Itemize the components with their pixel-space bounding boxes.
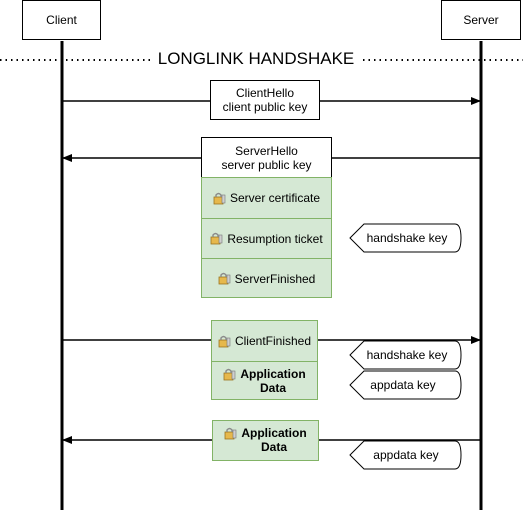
lock-icon [223, 368, 236, 381]
resumption-ticket-label: Resumption ticket [227, 231, 323, 246]
appdata-key-tag-2-shape [349, 440, 462, 470]
appdata-key-tag-1: appdata key [370, 378, 436, 392]
server-app-data-text: Application Data [241, 426, 306, 454]
client-app-data-line2: Data [259, 381, 286, 395]
appdata-key-tag-1-shape [349, 370, 462, 400]
client-hello-line1: ClientHello [235, 86, 295, 100]
lock-icon [224, 427, 237, 440]
server-actor-label: Server [463, 13, 499, 27]
server-actor-box: Server [441, 0, 521, 40]
lock-icon [210, 232, 223, 245]
client-encrypted-stack: ClientFinished Application Data [211, 320, 318, 400]
client-app-data-text: Application Data [240, 367, 305, 395]
appdata-key-tag-2: appdata key [373, 448, 439, 462]
section-title: LONGLINK HANDSHAKE [150, 49, 362, 69]
handshake-key-tag-2: handshake key [366, 348, 448, 362]
client-finished-label: ClientFinished [234, 334, 312, 348]
lock-icon [218, 335, 231, 347]
resumption-ticket-row: Resumption ticket [202, 218, 331, 258]
server-hello-line2: server public key [221, 157, 312, 172]
server-encrypted-stack: Server certificate Resumption ticket Ser… [201, 177, 332, 298]
server-finished-label: ServerFinished [234, 271, 316, 286]
server-app-data-line2: Data [260, 440, 287, 454]
handshake-key-tag-2-shape [349, 340, 462, 370]
server-hello-box: ServerHello server public key [201, 137, 332, 178]
server-finished-row: ServerFinished [202, 258, 331, 298]
handshake-key-tag-1: handshake key [366, 231, 448, 245]
server-certificate-label: Server certificate [229, 191, 321, 205]
server-certificate-row: Server certificate [202, 178, 331, 218]
client-hello-box: ClientHello client public key [210, 80, 320, 120]
server-app-data-line1: Application [241, 426, 307, 440]
client-finished-row: ClientFinished [212, 321, 317, 361]
client-actor-box: Client [22, 0, 101, 40]
client-hello-line2: client public key [222, 100, 308, 114]
lock-icon [213, 192, 226, 204]
server-hello-line1: ServerHello [235, 143, 298, 158]
client-app-data-row: Application Data [212, 361, 317, 400]
handshake-key-tag-1-shape [349, 223, 462, 253]
server-app-data-box: Application Data [212, 420, 319, 461]
client-actor-label: Client [46, 13, 77, 27]
client-app-data-line1: Application [240, 367, 306, 381]
lock-icon [218, 272, 230, 285]
server-app-data-row: Application Data [213, 421, 318, 460]
